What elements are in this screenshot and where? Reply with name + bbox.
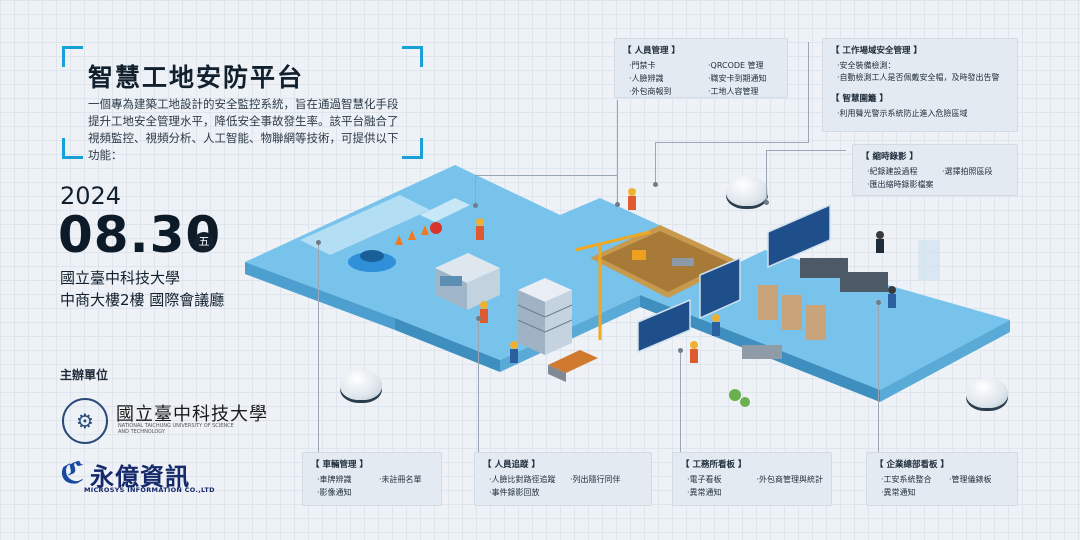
traffic-cones xyxy=(395,222,442,245)
panel-item: ·人臉比對路徑追蹤 xyxy=(489,475,556,484)
event-weekday-badge: 五 xyxy=(194,232,214,252)
event-intro: 一個專為建築工地設計的安全監控系統，旨在通過智慧化手段提升工地安全管理水平，降低… xyxy=(88,97,399,162)
panel-item: ·異常通知 xyxy=(687,488,722,497)
isometric-platform xyxy=(245,165,1010,402)
panel-title: 【 人員追蹤 】 xyxy=(483,460,540,470)
frame-corner xyxy=(62,138,83,159)
blue-car xyxy=(348,250,396,272)
panel-personnel: 【 人員管理 】 ·門禁卡 ·QRCODE 管理 ·人臉辨識 ·職安卡到期通知 … xyxy=(614,38,788,98)
leader-line xyxy=(475,175,476,205)
leader-line xyxy=(478,318,479,460)
company-logo-icon: ℭ xyxy=(60,456,85,491)
leader-dot xyxy=(876,300,881,305)
leader-line xyxy=(878,302,879,457)
panel-item: ·選擇拍照區段 xyxy=(942,167,993,176)
panel-item: ·自動檢測工人是否佩戴安全帽，及時發出告警 xyxy=(837,73,1000,82)
leader-line xyxy=(808,42,809,142)
panel-item: ·未註冊名單 xyxy=(379,475,422,484)
panel-item: ·安全裝備檢測： xyxy=(837,61,896,70)
panel-item: ·外包商報到 xyxy=(629,87,672,96)
panel-title: 【 人員管理 】 xyxy=(623,46,680,56)
panel-item: ·管理儀錶板 xyxy=(949,475,992,484)
event-year: 2024 xyxy=(60,182,122,210)
panel-title: 【 縮時錄影 】 xyxy=(861,152,918,162)
venue-line-1: 國立臺中科技大學 xyxy=(60,269,181,287)
hq-desks xyxy=(800,240,940,292)
panel-item: ·外包商管理與統計 xyxy=(756,475,823,484)
leader-line xyxy=(475,175,618,176)
venue-line-2: 中商大樓2樓 國際會議廳 xyxy=(60,291,225,309)
panel-title: 【 智慧圍籬 】 xyxy=(831,94,888,104)
event-title: 智慧工地安防平台 xyxy=(88,63,305,92)
leader-dot xyxy=(476,316,481,321)
frame-corner xyxy=(62,46,83,67)
panel-item: ·影像通知 xyxy=(317,488,352,497)
company-name: 永億資訊 xyxy=(90,463,190,491)
panel-vehicle: 【 車輛管理 】 ·車牌辨識 ·未註冊名單 ·影像通知 xyxy=(302,452,442,506)
leader-line xyxy=(318,242,319,462)
panel-item: ·利用聲光警示系統防止進入危險區域 xyxy=(837,109,968,118)
building-frame xyxy=(517,278,573,355)
host-label: 主辦單位 xyxy=(60,368,109,382)
panel-item: ·職安卡到期通知 xyxy=(708,74,767,83)
camera-icon xyxy=(966,378,1008,408)
panel-item: ·門禁卡 xyxy=(629,61,656,70)
company-english-name: MICROSYS INFORMATION CO.,LTD xyxy=(84,486,215,494)
panel-title: 【 車輛管理 】 xyxy=(311,460,368,470)
panel-title: 【 工作場域安全管理 】 xyxy=(831,46,922,56)
panel-item: ·工安系統整合 xyxy=(881,475,932,484)
panel-item: ·電子看板 xyxy=(687,475,722,484)
leader-dot xyxy=(316,240,321,245)
panel-site-office-board: 【 工務所看板 】 ·電子看板 ·外包商管理與統計 ·異常通知 xyxy=(672,452,832,506)
workers xyxy=(476,188,896,363)
panel-item: ·紀錄建設過程 xyxy=(867,167,918,176)
university-english-name: NATIONAL TAICHUNG UNIVERSITY OF SCIENCE … xyxy=(118,423,234,435)
leader-line xyxy=(766,150,846,151)
panel-item: ·車牌辨識 xyxy=(317,475,352,484)
panel-item: ·列出隨行同伴 xyxy=(570,475,621,484)
panel-item: ·工地人容管理 xyxy=(708,87,759,96)
camera-icon xyxy=(340,370,382,400)
warehouse-shelves xyxy=(742,285,826,359)
leader-line xyxy=(655,142,809,143)
panel-item: ·匯出縮時錄影檔案 xyxy=(867,180,934,189)
leader-dot xyxy=(615,202,620,207)
frame-corner xyxy=(402,138,423,159)
camera-icon xyxy=(726,176,768,206)
panel-timelapse: 【 縮時錄影 】 ·紀錄建設過程 ·選擇拍照區段 ·匯出縮時錄影檔案 xyxy=(852,144,1018,196)
panel-hq-board: 【 企業總部看板 】 ·工安系統整合 ·管理儀錶板 ·異常通知 xyxy=(866,452,1018,506)
event-date: 08.30 xyxy=(58,206,222,264)
panel-site-safety: 【 工作場域安全管理 】 ·安全裝備檢測： ·自動檢測工人是否佩戴安全帽，及時發… xyxy=(822,38,1018,132)
panel-item: ·異常通知 xyxy=(881,488,916,497)
leader-line xyxy=(766,150,767,202)
leader-dot xyxy=(678,348,683,353)
panel-title: 【 企業總部看板 】 xyxy=(875,460,949,470)
panel-item: ·人臉辨識 xyxy=(629,74,664,83)
potted-plants xyxy=(729,389,750,407)
leader-dot xyxy=(473,203,478,208)
panel-item: ·QRCODE 管理 xyxy=(708,61,764,70)
panel-title: 【 工務所看板 】 xyxy=(681,460,747,470)
university-logo-text: 國立臺中科技大學 xyxy=(116,404,268,425)
video-wall xyxy=(637,203,831,354)
panel-tracking: 【 人員追蹤 】 ·人臉比對路徑追蹤 ·列出隨行同伴 ·事件錄影回放 xyxy=(474,452,652,506)
university-seal-icon: ⚙ xyxy=(62,398,108,444)
tower-crane xyxy=(574,230,651,340)
leader-line xyxy=(655,142,656,184)
leader-dot xyxy=(764,200,769,205)
cargo-truck xyxy=(548,350,598,382)
panel-item: ·事件錄影回放 xyxy=(489,488,540,497)
leader-dot xyxy=(653,182,658,187)
leader-line xyxy=(680,350,681,458)
frame-corner xyxy=(402,46,423,67)
leader-line xyxy=(617,100,618,206)
guard-house xyxy=(435,253,500,310)
